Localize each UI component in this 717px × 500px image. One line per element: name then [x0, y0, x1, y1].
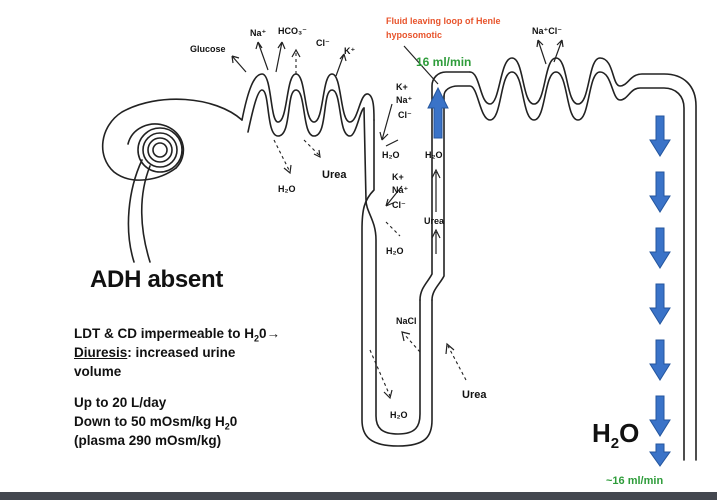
potassium-label: K⁺: [344, 46, 355, 56]
urea-bottom-label: Urea: [462, 389, 487, 401]
notes-line-2: Diuresis: increased urine: [74, 345, 236, 360]
desc-cl-label: Cl⁻: [398, 110, 412, 120]
nacl-label: NaCl: [396, 316, 417, 326]
flow-rate-top: 16 ml/min: [416, 55, 471, 69]
dct-na-arrow: [536, 39, 547, 65]
loop-water-label: H₂O: [390, 410, 408, 420]
chloride-label: Cl⁻: [316, 38, 330, 48]
slide-title: ADH absent: [90, 266, 224, 293]
annotation-line1: Fluid leaving loop of Henle: [386, 16, 501, 26]
urea-out-arrow: [303, 139, 321, 157]
annotation-line2: hyposomotic: [386, 30, 442, 40]
afferent-vessel: [127, 159, 143, 263]
proximal-tubule: [241, 73, 375, 137]
desc-na-label: Na⁺: [396, 95, 413, 105]
water-out-arrow: [273, 139, 291, 173]
collecting-duct-flow: [649, 115, 671, 467]
dct-ions-label: Na⁺Cl⁻: [532, 26, 562, 36]
mid-ion-arrow: [385, 185, 403, 207]
nacl-arrow: [403, 333, 421, 353]
loop-water-arrow: [369, 349, 391, 397]
flow-arrow-down: [649, 443, 671, 467]
water-output-label: H2O: [592, 418, 640, 453]
distal-tubule: [443, 57, 697, 461]
thick-ascending-outer: [431, 95, 445, 301]
bicarbonate-label: HCO₃⁻: [278, 26, 307, 36]
asc-water-label: H₂O: [425, 150, 443, 160]
glomerular-tuft: [137, 127, 183, 173]
mid-k-label: K+: [392, 172, 404, 182]
notes-line-5: Down to 50 mOsm/kg H20: [74, 414, 238, 432]
footer-bar: [0, 492, 717, 500]
flow-arrow-down: [649, 115, 671, 157]
desc-ion-arrow: [379, 103, 393, 141]
notes-line-4: Up to 20 L/day: [74, 395, 167, 410]
pct-outer: [241, 73, 375, 123]
mid-urea-label: Urea: [424, 216, 445, 226]
pct-inner: [247, 89, 365, 137]
thick-ascending-inner: [419, 71, 471, 301]
loop-of-henle: [361, 71, 471, 447]
dct-transport-arrows: [536, 39, 564, 65]
flow-rate-bottom: ~16 ml/min: [606, 475, 663, 487]
descending-limb-outer: [361, 119, 433, 447]
descending-limb-inner: [363, 107, 421, 435]
side-notes: LDT & CD impermeable to H20→ Diuresis: i…: [74, 324, 374, 450]
potassium-arrow: [335, 53, 347, 77]
glucose-arrow: [231, 55, 247, 73]
pct-water-label: H₂O: [278, 184, 296, 194]
flow-arrow-down: [649, 283, 671, 325]
sodium-arrow: [255, 41, 269, 71]
loop-transport-arrows: [369, 45, 467, 400]
notes-line-3: volume: [74, 364, 122, 379]
capsule-inner: [127, 123, 185, 169]
mid-water-label: H₂O: [386, 246, 404, 256]
desc-water-arrow: [385, 139, 399, 147]
mid-water-arrow: [385, 221, 401, 237]
flow-arrow-down: [649, 395, 671, 437]
desc-k-label: K+: [396, 82, 408, 92]
glucose-label: Glucose: [190, 44, 226, 54]
notes-line-6: (plasma 290 mOsm/kg): [74, 433, 222, 448]
pct-urea-label: Urea: [322, 169, 347, 181]
bicarbonate-arrow: [275, 41, 286, 73]
mid-cl-label: Cl⁻: [392, 200, 406, 210]
glomerulus: [101, 98, 243, 263]
notes-line-1: LDT & CD impermeable to H20→: [74, 326, 281, 344]
efferent-vessel: [140, 165, 151, 263]
flow-arrow-down: [649, 339, 671, 381]
dct-inner: [469, 57, 697, 461]
dct-cl-arrow: [553, 39, 564, 63]
sodium-label: Na⁺: [250, 28, 267, 38]
ascending-up-arrow-1: [431, 168, 441, 212]
pct-transport-arrows: [231, 41, 347, 175]
mid-na-label: Na⁺: [392, 185, 409, 195]
flow-arrow-down: [649, 227, 671, 269]
bowman-capsule: [101, 98, 243, 181]
desc-water-label: H₂O: [382, 150, 400, 160]
flow-arrow-down: [649, 171, 671, 213]
dct-outer: [443, 71, 685, 461]
urea-in-arrow: [447, 345, 467, 381]
ascending-flow-arrow: [427, 86, 449, 139]
ascending-up-arrow-2: [431, 228, 441, 254]
annotation-pointer: [403, 45, 439, 85]
